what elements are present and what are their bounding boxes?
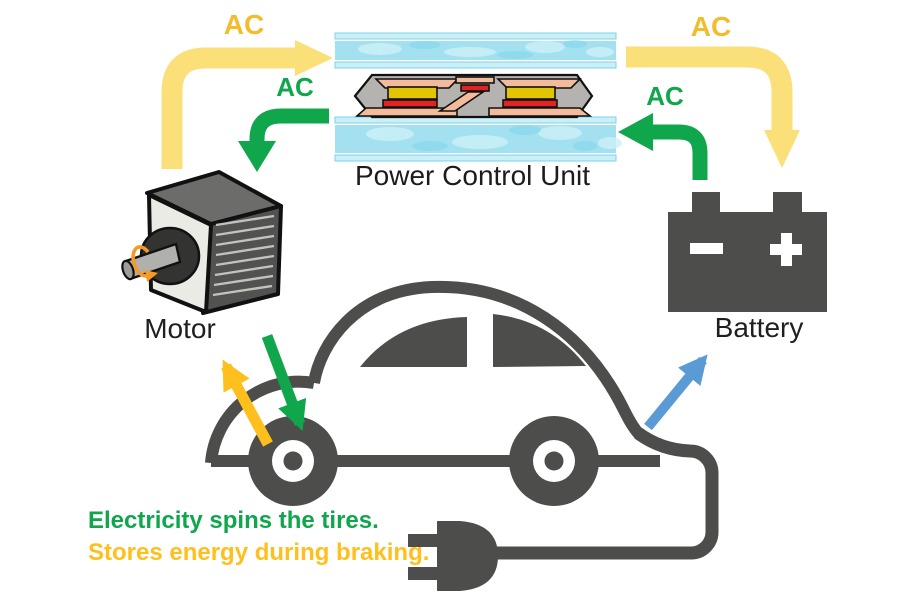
chip-left <box>387 86 438 100</box>
charging-cable <box>497 427 719 560</box>
copper-plate-bottom-left <box>354 107 458 117</box>
flow-label-motor-to-pcu: AC <box>223 9 265 40</box>
pcu-label: Power Control Unit <box>355 160 590 191</box>
coolant-channel-bottom <box>334 116 622 162</box>
car-roofline <box>308 280 645 440</box>
flow-label-pcu-to-motor: AC <box>276 72 314 102</box>
car-graphic <box>205 280 719 591</box>
arrow-pcu-to-battery-ac <box>626 46 800 168</box>
power-semiconductor-module <box>353 73 594 119</box>
plus-symbol <box>770 233 802 266</box>
battery-label: Battery <box>714 312 804 343</box>
motor-shaft <box>121 242 182 281</box>
charging-plug-icon <box>408 521 498 591</box>
car-front-window <box>360 317 467 367</box>
battery-graphic <box>668 192 827 312</box>
caption-drive: Electricity spins the tires. <box>88 507 379 534</box>
copper-plate-top-right <box>496 78 582 89</box>
coolant-channel-top <box>334 32 617 69</box>
flow-label-pcu-to-battery: AC <box>690 11 732 42</box>
solder-layer-right <box>502 99 558 108</box>
arrow-pcu-to-motor-ac <box>238 108 329 172</box>
rotation-arrow-icon <box>131 245 158 282</box>
solder-layer-left <box>382 99 438 108</box>
car-rear-window <box>493 314 586 367</box>
arrow-drive-motor-to-wheel <box>261 334 307 431</box>
arrow-charge-to-battery <box>644 354 708 431</box>
center-lead-frame <box>437 91 486 112</box>
motor-label: Motor <box>144 313 216 344</box>
minus-symbol <box>690 243 723 254</box>
motor-cooling-fins <box>212 214 275 297</box>
arrow-motor-to-pcu-ac <box>161 40 333 169</box>
copper-plate-top-left <box>374 78 460 89</box>
caption-regen: Stores energy during braking. <box>88 539 430 566</box>
motor-graphic <box>121 170 283 315</box>
chip-right <box>505 86 556 100</box>
arrow-regen-wheel-to-motor <box>221 359 273 447</box>
battery-body <box>668 212 827 312</box>
power-control-unit-graphic <box>334 32 622 162</box>
arrow-battery-to-pcu-ac <box>618 113 708 180</box>
center-chip <box>460 84 490 92</box>
flow-label-battery-to-pcu: AC <box>646 81 684 111</box>
copper-plate-bottom-right <box>488 107 593 117</box>
rear-wheel <box>509 416 599 506</box>
center-tab <box>455 76 495 84</box>
